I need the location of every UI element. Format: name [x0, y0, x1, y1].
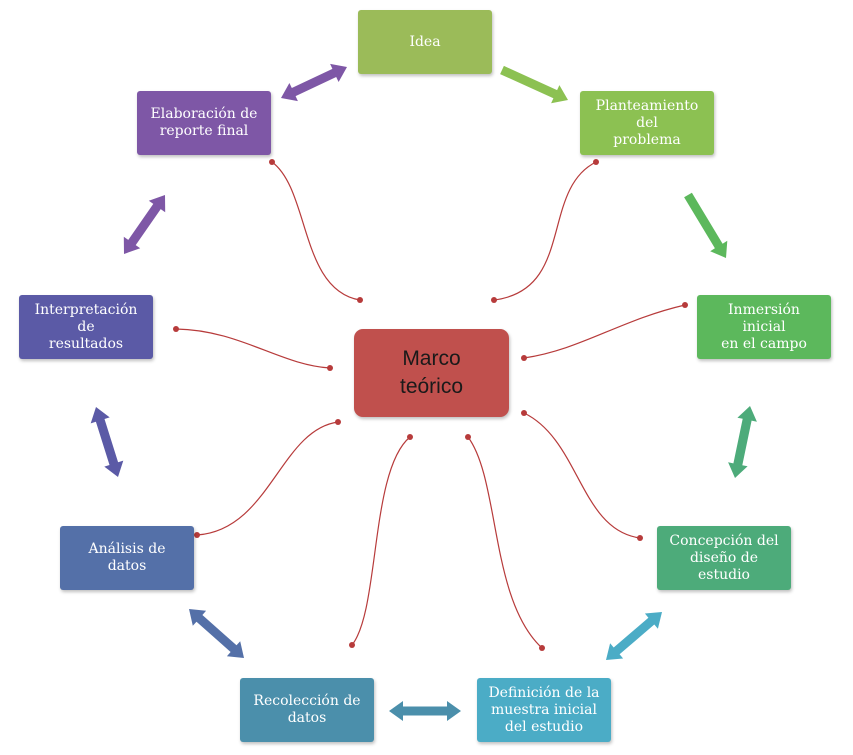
connector-dot-0-0 [269, 159, 275, 165]
node-idea[interactable]: Idea [358, 10, 492, 74]
node-label: Análisis de datos [88, 541, 166, 574]
connector-curve-1 [493, 161, 597, 301]
node-definicion-de-la-muestra[interactable]: Definición de la muestra inicial del est… [477, 678, 611, 742]
connector-curve-5 [196, 421, 339, 536]
connector-dot-4-0 [521, 410, 527, 416]
arrow-definicion-recoleccion [389, 701, 461, 721]
connector-dot-7-1 [539, 645, 545, 651]
connector-dot-7-0 [465, 434, 471, 440]
node-label: Planteamiento del problema [595, 97, 699, 148]
node-label: Definición de la muestra inicial del est… [488, 684, 600, 735]
connector-dot-5-0 [335, 419, 341, 425]
center-node-label: Marco teórico [399, 347, 464, 398]
node-label: Concepción del diseño de estudio [669, 532, 779, 583]
node-interpretacion-de-resultados[interactable]: Interpretación de resultados [19, 295, 153, 359]
connector-dot-3-0 [173, 326, 179, 332]
arrow-recoleccion-analisis [189, 609, 244, 658]
connector-dot-3-1 [327, 365, 333, 371]
connector-dot-1-0 [593, 159, 599, 165]
connector-dot-2-0 [682, 302, 688, 308]
connector-dot-6-0 [407, 434, 413, 440]
arrow-planteamiento-to-inmersion [684, 192, 728, 258]
center-node-marco-teorico[interactable]: Marco teórico [354, 329, 509, 417]
node-label: Inmersión inicial en el campo [721, 301, 807, 352]
arrow-idea-to-planteamiento [500, 65, 568, 104]
arrow-analisis-interpretacion [90, 407, 124, 477]
arrow-interpretacion-elaboracion [123, 195, 166, 254]
node-inmersion-inicial[interactable]: Inmersión inicial en el campo [697, 295, 831, 359]
connector-dot-1-1 [491, 297, 497, 303]
node-label: Idea [409, 33, 441, 50]
connector-dot-6-1 [349, 642, 355, 648]
connector-curves [173, 159, 688, 651]
node-label: Elaboración de reporte final [150, 106, 258, 139]
node-planteamiento-del-problema[interactable]: Planteamiento del problema [580, 91, 714, 155]
connector-curve-6 [351, 436, 411, 646]
arrow-inmersion-concepcion [728, 406, 757, 478]
connector-curve-4 [523, 412, 641, 539]
connector-curve-7 [467, 436, 543, 649]
connector-dot-2-1 [521, 355, 527, 361]
node-concepcion-del-diseno[interactable]: Concepción del diseño de estudio [657, 526, 791, 590]
connector-dot-4-1 [637, 535, 643, 541]
connector-curve-3 [175, 328, 331, 369]
node-analisis-de-datos[interactable]: Análisis de datos [60, 526, 194, 590]
connector-dot-5-1 [194, 532, 200, 538]
node-elaboracion-de-reporte[interactable]: Elaboración de reporte final [137, 91, 271, 155]
node-recoleccion-de-datos[interactable]: Recolección de datos [240, 678, 374, 742]
arrow-elaboracion-idea [281, 63, 347, 102]
node-label: Interpretación de resultados [34, 301, 138, 352]
connector-curve-0 [271, 161, 361, 301]
connector-dot-0-1 [357, 297, 363, 303]
cycle-arrows [90, 63, 757, 721]
node-label: Recolección de datos [253, 693, 361, 726]
arrow-concepcion-definicion [606, 612, 662, 660]
connector-curve-2 [523, 304, 686, 359]
